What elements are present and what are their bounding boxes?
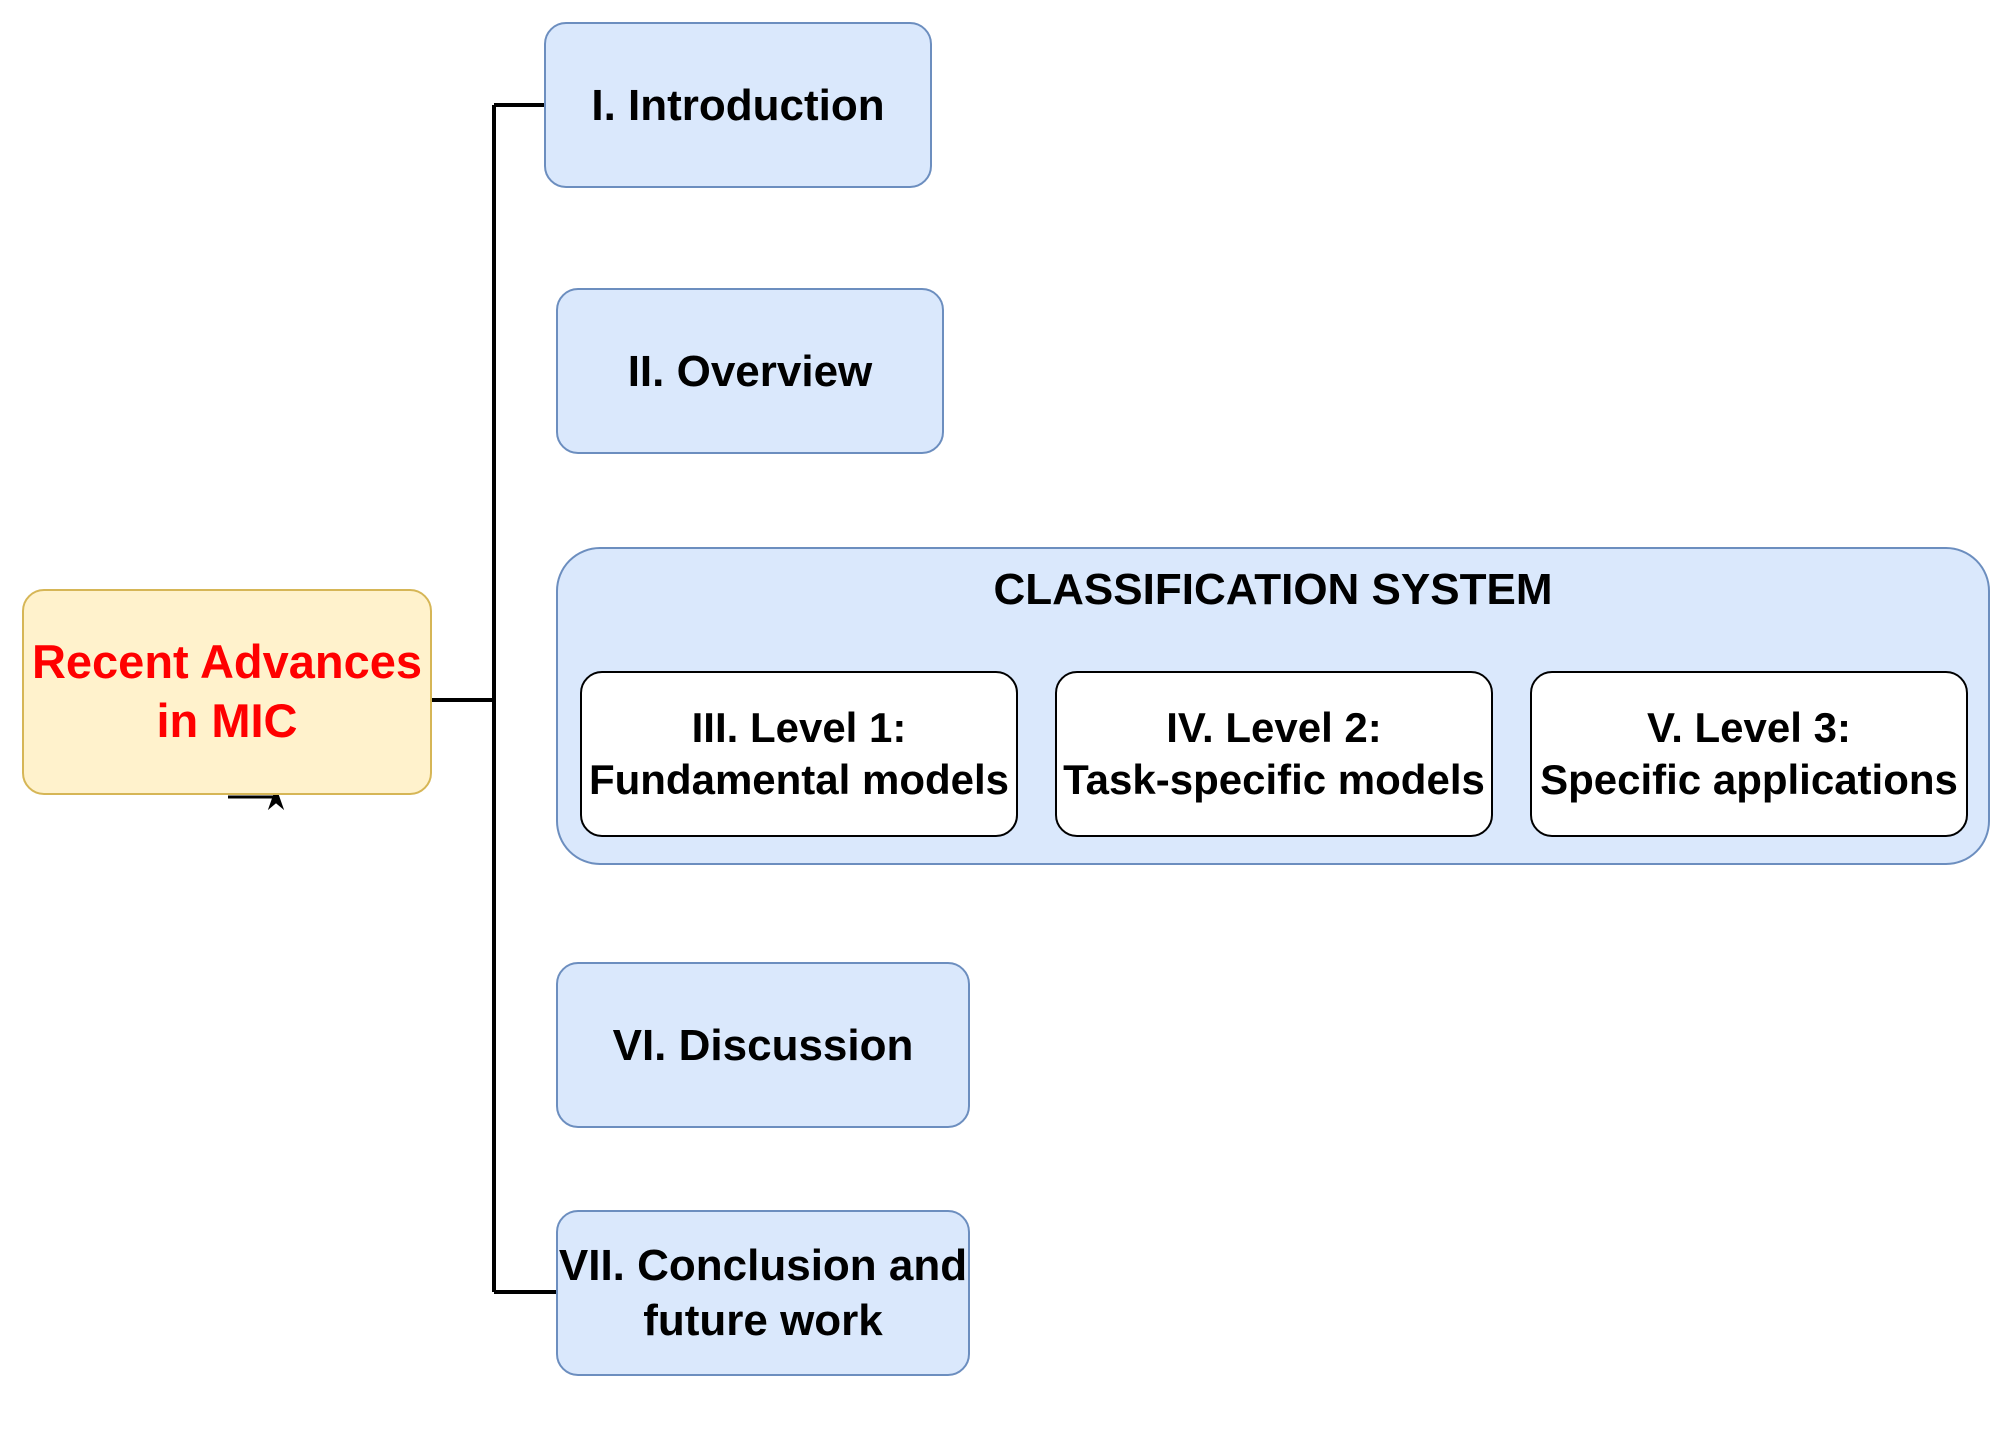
root-node-line2: in MIC — [156, 694, 298, 747]
level-3-line2: Specific applications — [1540, 756, 1958, 803]
level-1-line1: III. Level 1: — [691, 703, 907, 751]
level-2-box: IV. Level 2: Task-specific models — [1055, 671, 1493, 837]
section-overview: II. Overview — [556, 288, 944, 454]
classification-system-title: CLASSIFICATION SYSTEM — [993, 565, 1553, 614]
section-overview-label: II. Overview — [627, 346, 873, 396]
section-introduction-label: I. Introduction — [591, 80, 885, 130]
level-2-line2: Task-specific models — [1063, 756, 1485, 803]
section-conclusion-line2: future work — [643, 1296, 883, 1345]
section-conclusion-line1: VII. Conclusion and — [558, 1241, 968, 1290]
section-discussion-label: VI. Discussion — [612, 1020, 914, 1070]
level-3-line1: V. Level 3: — [1647, 703, 1851, 751]
root-node-line1: Recent Advances — [31, 635, 423, 689]
level-3-box: V. Level 3: Specific applications — [1530, 671, 1968, 837]
section-introduction: I. Introduction — [544, 22, 932, 188]
root-node: Recent Advances in MIC — [22, 589, 432, 795]
level-2-line1: IV. Level 2: — [1166, 703, 1382, 751]
section-conclusion: VII. Conclusion and future work — [556, 1210, 970, 1376]
arrowhead-icon — [267, 786, 285, 811]
level-1-line2: Fundamental models — [588, 756, 1010, 803]
level-1-box: III. Level 1: Fundamental models — [580, 671, 1018, 837]
section-discussion: VI. Discussion — [556, 962, 970, 1128]
